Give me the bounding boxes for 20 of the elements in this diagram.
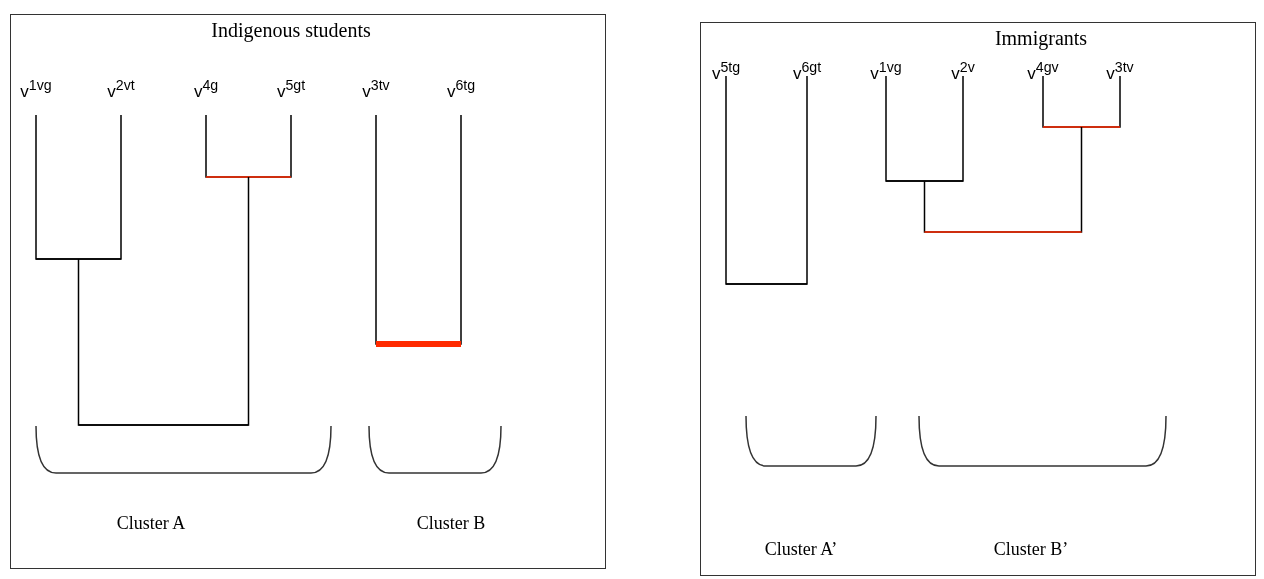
leaf-label: v$^{3tv}$ bbox=[362, 77, 390, 102]
cluster-label: Cluster A’ bbox=[764, 539, 838, 560]
leaf-label: v$^{5gt}$ bbox=[276, 77, 306, 102]
leaf-label: v$^{1vg}$ bbox=[870, 59, 902, 84]
leaf-label: v$^{6tg}$ bbox=[446, 77, 476, 102]
leaf-label: v$^{2v}$ bbox=[951, 59, 975, 84]
cluster-label: Cluster B’ bbox=[993, 539, 1069, 560]
leaf-label: v$^{3tv}$ bbox=[1106, 59, 1134, 84]
panel-title: Immigrants bbox=[994, 27, 1088, 50]
panel-title: Indigenous students bbox=[211, 19, 371, 42]
panel-frame bbox=[700, 22, 1256, 576]
cluster-label: Cluster B bbox=[416, 513, 486, 534]
panel-frame bbox=[10, 14, 606, 569]
leaf-label: v$^{2vt}$ bbox=[107, 77, 135, 102]
cluster-label: Cluster A bbox=[116, 513, 186, 534]
leaf-label: v$^{4g}$ bbox=[193, 77, 219, 102]
leaf-label: v$^{5tg}$ bbox=[711, 59, 741, 84]
leaf-label: v$^{1vg}$ bbox=[20, 77, 52, 102]
leaf-label: v$^{6gt}$ bbox=[792, 59, 822, 84]
leaf-label: v$^{4gv}$ bbox=[1027, 59, 1059, 84]
